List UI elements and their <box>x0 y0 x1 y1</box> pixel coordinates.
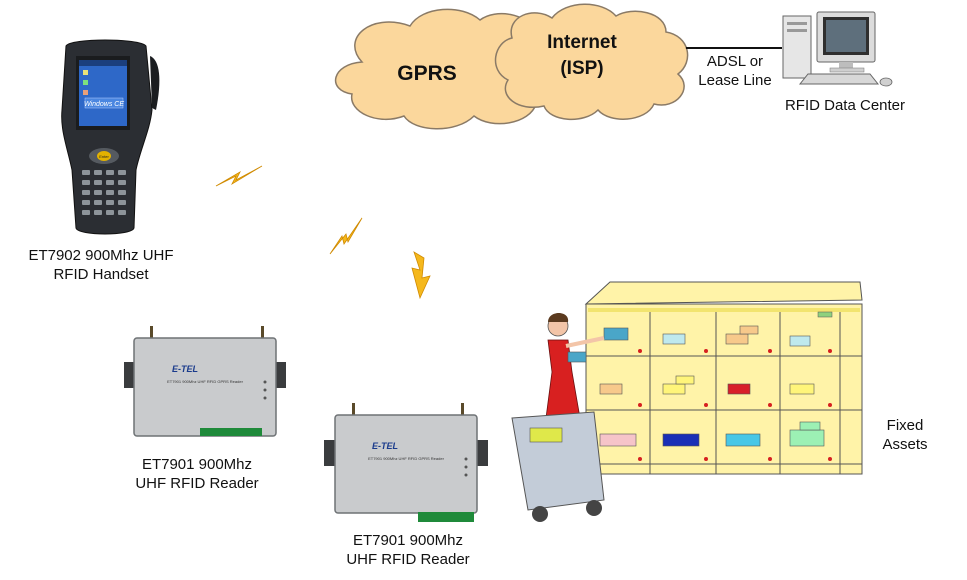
rfid-handset-icon: Windows CE Enter <box>61 39 160 235</box>
reader-bottom-brand: E-TEL <box>372 441 398 451</box>
internet-cloud <box>494 3 689 121</box>
gprs-label: GPRS <box>397 62 457 85</box>
internet-label: Internet <box>547 32 617 53</box>
fixed-assets-label-line2: Assets <box>882 436 928 453</box>
fixed-assets-label-line1: Fixed <box>886 417 924 434</box>
adsl-link-label-line1: ADSL or <box>706 53 764 70</box>
reader-left-label-line1: ET7901 900Mhz <box>141 456 253 473</box>
handset-label-line2: RFID Handset <box>53 266 149 283</box>
reader-left-panel-title: ET7901 900Mhz UHF RFID GPRS Reader <box>167 379 243 384</box>
handset-screen-text: Windows CE <box>84 101 124 108</box>
reader-bottom-label: ET7901 900Mhz UHF RFID Reader <box>333 531 483 569</box>
lightning-bolt-icon <box>329 217 363 255</box>
data-center-computer-icon <box>782 11 893 87</box>
adsl-link-label-line2: Lease Line <box>698 72 772 89</box>
lightning-bolt-icon <box>215 165 263 187</box>
lightning-bolt-icon <box>411 251 431 300</box>
adsl-link-label: ADSL or Lease Line <box>690 52 780 90</box>
rfid-reader-left-icon: E-TEL ET7901 900Mhz UHF RFID GPRS Reader <box>124 326 286 437</box>
reader-left-brand: E-TEL <box>172 364 198 374</box>
handset-ok-key-label: Enter <box>99 154 109 159</box>
handset-label: ET7902 900Mhz UHF RFID Handset <box>16 246 186 284</box>
reader-bottom-panel-title: ET7901 900Mhz UHF RFID GPRS Reader <box>368 456 444 461</box>
reader-bottom-label-line2: UHF RFID Reader <box>346 551 470 568</box>
fixed-assets-shelf-illustration <box>511 281 863 522</box>
reader-left-label: ET7901 900Mhz UHF RFID Reader <box>122 455 272 493</box>
rfid-reader-bottom-icon: E-TEL ET7901 900Mhz UHF RFID GPRS Reader <box>324 403 488 522</box>
fixed-assets-label: Fixed Assets <box>872 416 938 454</box>
internet-label-container: Internet (ISP) <box>536 30 628 82</box>
handset-label-line1: ET7902 900Mhz UHF <box>28 247 174 264</box>
isp-label: (ISP) <box>560 58 604 79</box>
reader-bottom-label-line1: ET7901 900Mhz <box>352 532 464 549</box>
reader-left-label-line2: UHF RFID Reader <box>135 475 259 492</box>
data-center-label: RFID Data Center <box>784 97 906 114</box>
